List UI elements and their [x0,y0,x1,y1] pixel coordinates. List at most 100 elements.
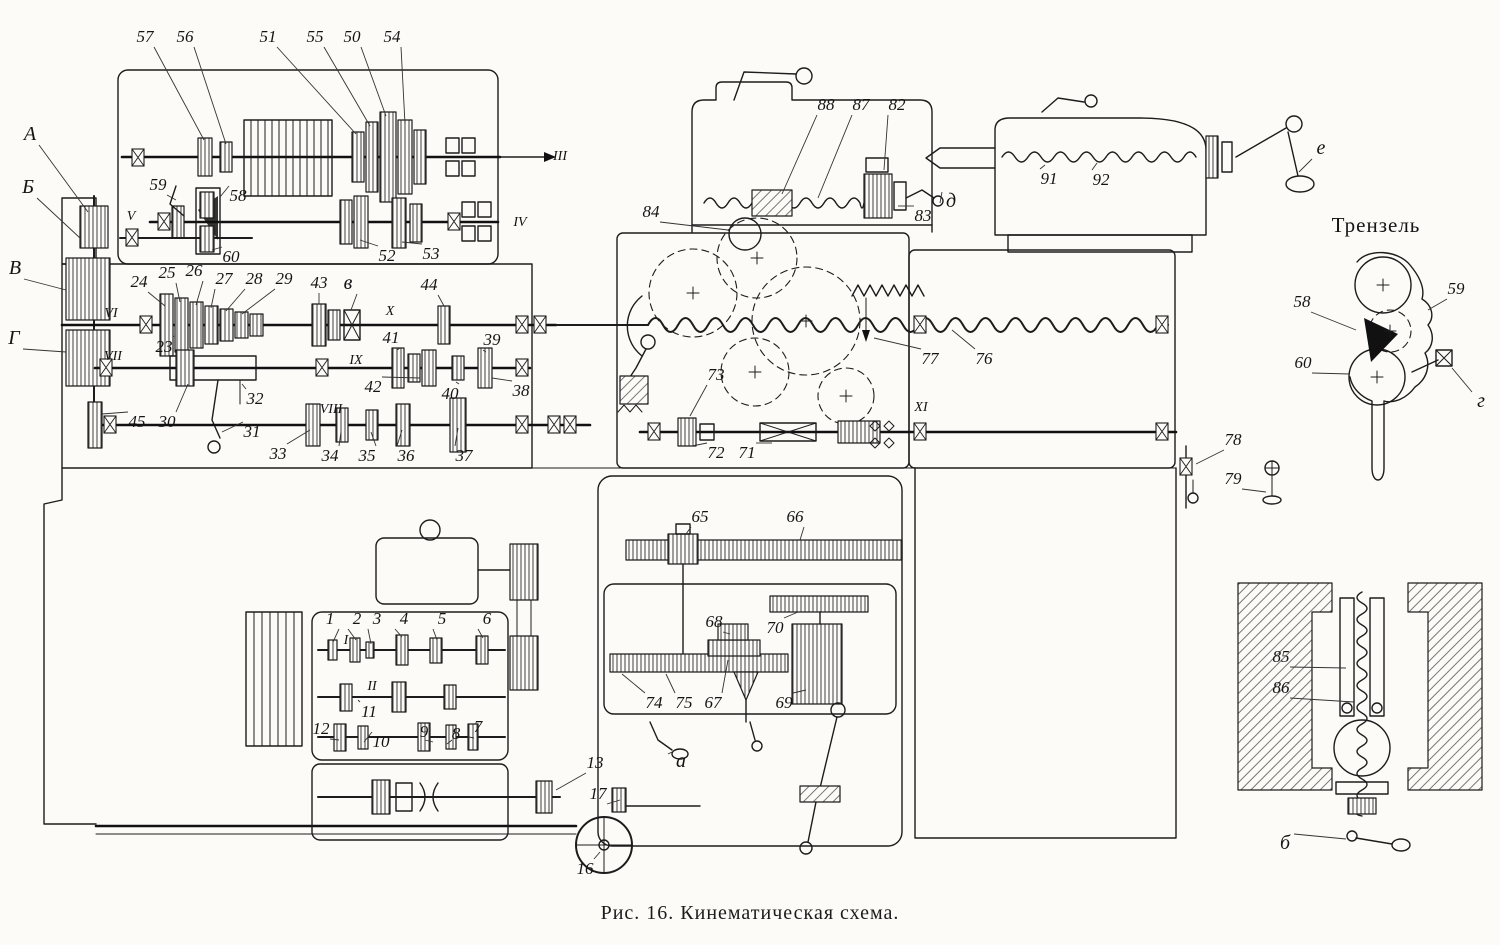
leader-26-17 [195,280,204,306]
label-X-92: X [385,304,395,319]
figure-caption: Рис. 16. Кинематическая схема. [600,902,900,924]
leader-3-74 [367,628,372,645]
label-41-25: 41 [383,328,400,347]
label-87-40: 87 [853,95,872,114]
label-17-70: 17 [590,784,609,803]
label-30-31: 30 [158,412,177,431]
leader-Г-14 [22,348,67,353]
leader-45-30 [101,411,129,415]
leader-82-41 [883,114,889,171]
label-4-75: 4 [400,609,409,628]
carriage-cross-slide-drawing [691,67,944,233]
label-39-26: 39 [483,330,502,349]
label-58-7: 58 [230,186,248,205]
label-45-30: 45 [129,412,146,431]
leader-А-11 [38,144,89,213]
leader-24-15 [147,291,166,307]
label-7-83: 7 [474,717,484,736]
leader-55-3 [323,46,371,127]
label-37-38: 37 [455,446,475,465]
label-IX-93: IX [348,353,363,368]
leader-50-4 [360,46,387,117]
leader-59-6 [166,194,177,201]
cross-slide-screw-detail-drawing [1237,582,1483,852]
leader-6-77 [477,628,484,639]
leader-25-16 [175,282,181,303]
leader-70-63 [783,611,799,619]
leader-10-80 [363,731,373,743]
label-85-84: 85 [1273,647,1290,666]
label-25-16: 25 [159,263,176,282]
label-IV-88: IV [512,215,528,230]
label-86-85: 86 [1273,678,1291,697]
label-27-18: 27 [216,269,235,288]
leader-74-64 [621,673,646,694]
label-75-65: 75 [676,693,693,712]
label-2-73: 2 [353,609,362,628]
leader-87-40 [817,114,853,199]
label-83-43: 83 [915,206,932,225]
leader-37-38 [454,427,459,447]
apron-drawing [597,475,903,855]
leader-51-2 [276,46,357,135]
label-73-55: 73 [708,365,725,384]
label-84-42: 84 [643,202,661,221]
spindle-gear-train-drawing [555,217,1282,509]
label-57-0: 57 [137,27,156,46]
leader-59-50 [1427,298,1448,311]
label-13-69: 13 [587,753,604,772]
leader-41-25 [396,347,401,351]
label-35-36: 35 [358,446,376,465]
leader-г-52 [1451,367,1473,393]
label-16-71: 16 [577,859,595,878]
label-91-45: 91 [1041,169,1058,188]
leader-23-24 [172,335,175,338]
label-8-82: 8 [452,724,461,743]
label-65-60: 65 [692,507,709,526]
leader-54-5 [400,46,406,125]
label-III-87: III [552,149,568,164]
leader-8-82 [446,739,453,745]
label-70-63: 70 [767,618,785,637]
label-88-39: 88 [818,95,836,114]
leader-58-49 [1310,311,1357,331]
leader-В-13 [23,278,67,291]
leader-86-85 [1289,697,1355,703]
leader-38-29 [491,377,513,382]
label-59-6: 59 [150,175,168,194]
leader-53-10 [401,241,423,245]
leader-92-46 [1091,162,1098,171]
label-Трензель-48: Трензель [1332,213,1421,237]
leader-33-34 [286,429,311,445]
label-53-10: 53 [423,244,440,263]
label-VI-90: VI [104,306,119,321]
label-1-72: 1 [326,609,335,628]
label-г-52: г [1477,390,1485,412]
label-в-22: в [344,272,353,294]
label-Г-14: Г [7,327,21,349]
label-38-29: 38 [512,381,531,400]
label-11-79: 11 [361,702,377,721]
label-58-49: 58 [1294,292,1312,311]
headstock-gearbox-drawing [60,69,592,469]
label-24-15: 24 [131,272,149,291]
label-50-4: 50 [344,27,362,46]
label-XI-95: XI [913,400,929,415]
leader-56-1 [193,46,227,145]
label-67-66: 67 [705,693,724,712]
left-drive-pulleys-drawing [65,195,111,437]
label-е-47: е [1317,137,1326,159]
leader-39-26 [482,349,487,353]
leader-28-19 [225,288,246,312]
leader-60-8 [211,246,223,251]
label-59-50: 59 [1448,279,1466,298]
leader-13-69 [555,772,587,791]
label-23-24: 23 [156,337,173,356]
label-а-68: а [676,750,686,772]
label-26-17: 26 [186,261,204,280]
leader-79-59 [1241,488,1267,493]
label-29-20: 29 [276,269,294,288]
label-72-56: 72 [708,443,726,462]
